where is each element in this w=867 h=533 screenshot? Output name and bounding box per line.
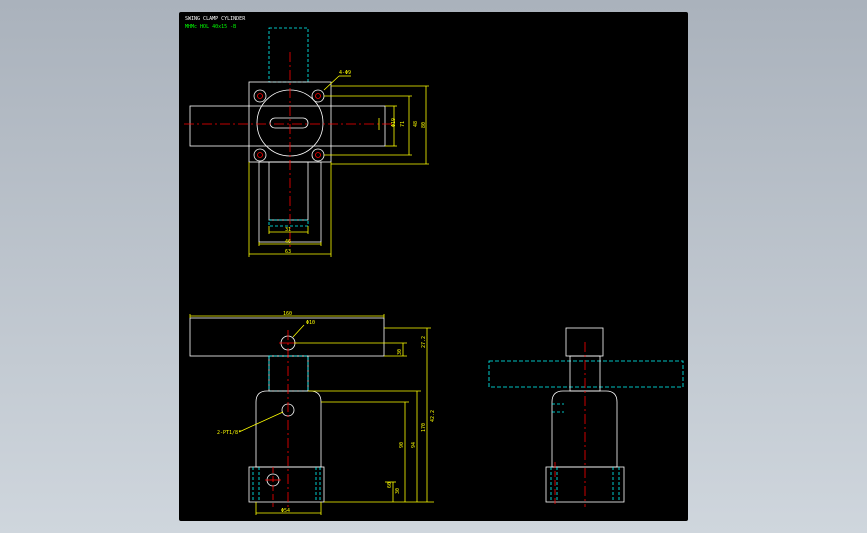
- bolt-hole: [311, 148, 325, 162]
- drawing-subtitle: MHMc HOL 40x15 -B: [185, 24, 236, 30]
- dim-w2: 46: [285, 239, 291, 245]
- top-arm-bar: [189, 105, 386, 147]
- hole-note: 4-Φ9: [339, 70, 351, 76]
- dim-d94: 94: [411, 442, 417, 448]
- top-inner-body: [268, 161, 309, 221]
- front-body: [255, 390, 322, 468]
- dim-d170: 170: [421, 423, 427, 432]
- top-hidden-bottom: [268, 219, 309, 227]
- top-hidden-tab: [268, 27, 309, 83]
- base-diameter: Φ54: [281, 508, 290, 514]
- dim-w1: 31: [285, 227, 291, 233]
- side-body: [551, 390, 618, 468]
- dim-d60: 60: [387, 482, 393, 488]
- side-arm-hidden: [488, 360, 684, 388]
- port-note: 2-PT1/8": [217, 430, 241, 436]
- side-view: [488, 327, 684, 507]
- front-view-labels: 160 Φ10 2-PT1/8" Φ54 30 27.2 42.2 60 90 …: [217, 311, 436, 514]
- dim-total-top: 27.2: [421, 336, 427, 348]
- arm-length: 160: [283, 311, 292, 317]
- front-rod: [268, 355, 309, 392]
- dim-h3: 48: [413, 121, 419, 127]
- bolt-hole-center: [257, 152, 263, 158]
- cad-drawing: SWING CLAMP CYLINDER MHMc HOL 40x15 -B: [184, 16, 684, 515]
- bolt-hole-center: [315, 93, 321, 99]
- dim-d90: 90: [399, 442, 405, 448]
- dim-h2: 71: [400, 121, 406, 127]
- front-view: [189, 314, 434, 515]
- front-base: [248, 466, 325, 503]
- top-slot: [269, 117, 309, 129]
- bolt-hole-center: [257, 93, 263, 99]
- dim-overall: 42.2: [430, 410, 436, 422]
- hole-note-leader: [323, 75, 340, 91]
- bolt-hole-center: [315, 152, 321, 158]
- bolt-hole: [253, 148, 267, 162]
- dim-arm-height: 30: [397, 349, 403, 355]
- top-view: [184, 27, 429, 257]
- dim-w3: 63: [285, 249, 291, 255]
- dim-h1: Φ19: [391, 118, 397, 127]
- drawing-title: SWING CLAMP CYLINDER: [185, 16, 246, 22]
- bolt-hole: [253, 89, 267, 103]
- side-base: [545, 466, 625, 503]
- top-view-labels: 4-Φ9 Φ19 71 48 80 31 46 63: [285, 70, 427, 255]
- side-cap: [565, 327, 604, 357]
- pin-diameter: Φ10: [306, 320, 315, 326]
- dim-d30b: 30: [395, 488, 401, 494]
- bolt-hole: [311, 89, 325, 103]
- dim-h4: 80: [421, 122, 427, 128]
- drawing-sheet: SWING CLAMP CYLINDER MHMc HOL 40x15 -B: [179, 12, 688, 521]
